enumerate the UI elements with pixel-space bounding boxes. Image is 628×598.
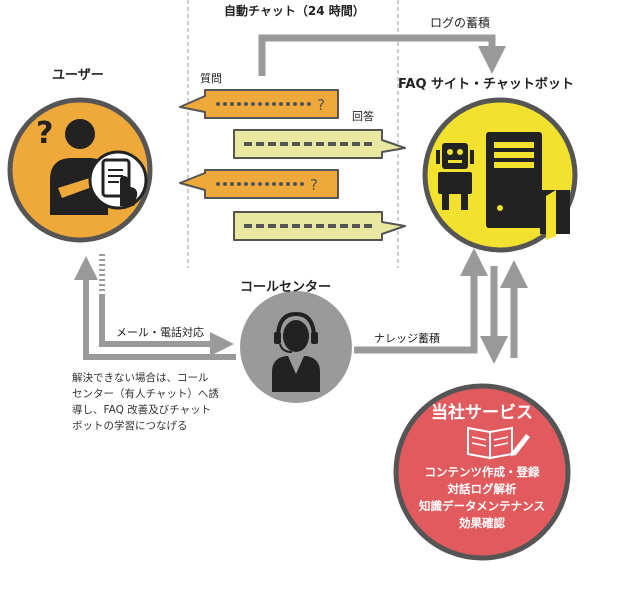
service-item: 知識データメンテナンス <box>419 499 545 513</box>
service-title: 当社サービス <box>431 403 533 423</box>
call-center-circle <box>240 291 352 403</box>
knowledge-arrow <box>354 248 488 354</box>
bot-circle <box>422 97 578 253</box>
question-bubble-1: ? <box>179 89 339 119</box>
note-line: 導し、FAQ 改善及びチャット <box>72 404 212 416</box>
note-line: 解決できない場合は、コール <box>72 372 209 384</box>
service-items: コンテンツ作成・登録 対話ログ解析 知識データメンテナンス 効果確認 <box>396 464 568 532</box>
log-store-arrow <box>258 34 506 76</box>
question-label: 質問 <box>200 72 222 85</box>
service-item: 効果確認 <box>459 516 505 530</box>
svg-text:?: ? <box>36 116 53 151</box>
escalation-note: 解決できない場合は、コール センター（有人チャット）へ誘 導し、FAQ 改善及び… <box>72 370 219 434</box>
knowledge-label: ナレッジ蓄積 <box>374 332 440 345</box>
robot-and-server-icon <box>436 132 570 240</box>
service-circle <box>393 383 571 561</box>
service-item: 対話ログ解析 <box>447 482 517 496</box>
headset-operator-icon <box>272 311 320 392</box>
note-line: ボットの学習につなげる <box>72 420 188 432</box>
mail-phone-label: メール・電話対応 <box>116 326 204 339</box>
user-label: ユーザー <box>52 68 104 83</box>
question-bubble-2: ? <box>179 169 339 199</box>
escalation-return-arrow <box>74 256 236 360</box>
log-store-label: ログの蓄積 <box>430 16 491 30</box>
service-item: コンテンツ作成・登録 <box>424 465 540 479</box>
auto-chat-label: 自動チャット（24 時間） <box>224 4 365 18</box>
answer-label: 回答 <box>352 110 374 123</box>
call-center-label: コールセンター <box>240 280 332 295</box>
answer-bubble-1 <box>233 129 406 159</box>
user-with-tablet-icon: ? <box>36 116 148 215</box>
question-mark-icon: ? <box>310 176 318 194</box>
mail-phone-arrow <box>99 296 234 356</box>
answer-bubble-2 <box>233 211 406 241</box>
note-line: センター（有人チャット）へ誘 <box>72 388 219 400</box>
book-and-pencil-icon <box>467 426 530 460</box>
user-circle: ? <box>7 97 153 243</box>
question-mark-icon: ? <box>317 96 325 114</box>
faq-site-label: FAQ サイト・チャットボット <box>398 77 574 92</box>
